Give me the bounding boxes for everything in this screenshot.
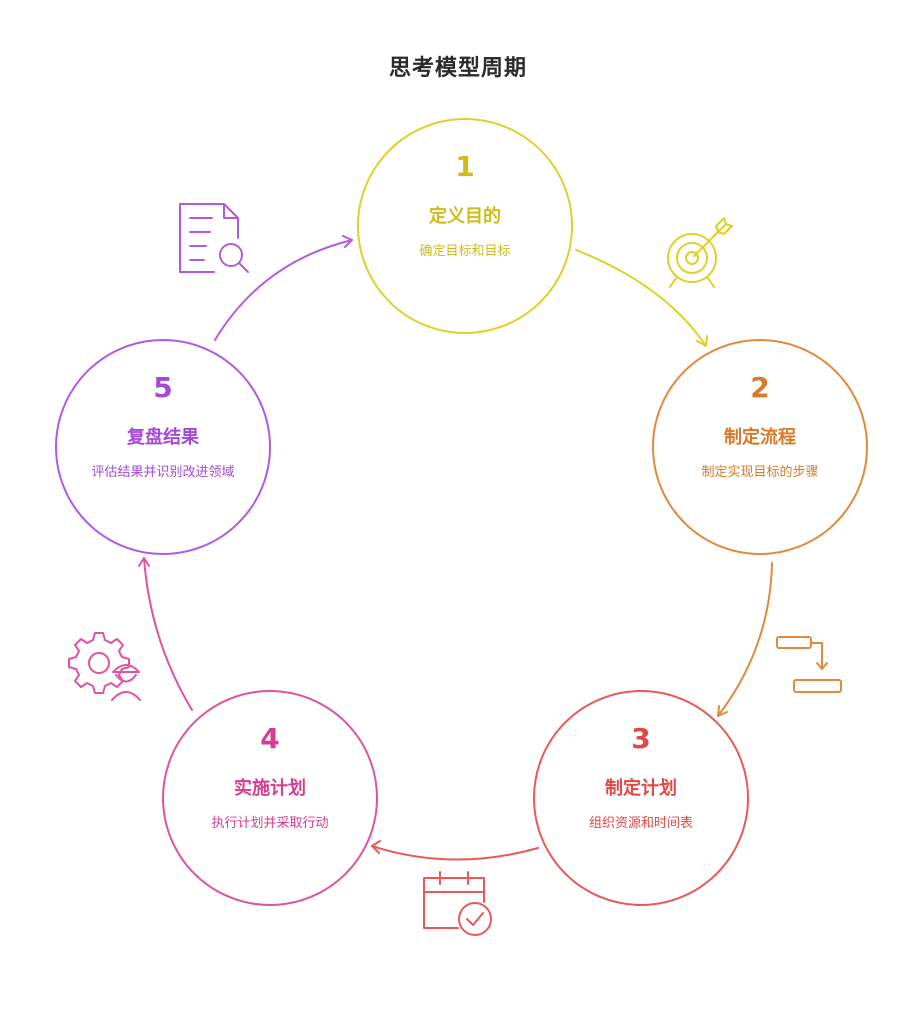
step-name: 制定计划	[605, 778, 677, 799]
step-number: 1	[455, 150, 475, 183]
step-number: 5	[153, 371, 173, 404]
arrow-3-to-4-head	[371, 840, 381, 854]
step-description: 确定目标和目标	[419, 244, 511, 259]
step-description: 执行计划并采取行动	[211, 816, 329, 831]
step-name: 复盘结果	[127, 427, 199, 448]
document-search-icon	[179, 203, 249, 273]
arrow-1-to-2	[575, 249, 707, 347]
arrow-5-to-1-head	[342, 235, 353, 248]
target-arrow-icon	[667, 217, 733, 288]
step-circle-3: 3 制定计划 组织资源和时间表	[533, 690, 749, 906]
step-circle-4: 4 实施计划 执行计划并采取行动	[162, 690, 378, 906]
arrow-4-to-5-head	[138, 557, 150, 567]
step-name: 实施计划	[234, 778, 306, 799]
arrow-3-to-4	[371, 845, 539, 861]
arrow-5-to-1	[214, 239, 353, 341]
process-flow-icon	[776, 636, 842, 693]
step-circle-5: 5 复盘结果 评估结果并识别改进领域	[55, 339, 271, 555]
step-description: 评估结果并识别改进领域	[91, 465, 235, 480]
step-circle-2: 2 制定流程 制定实现目标的步骤	[652, 339, 868, 555]
step-name: 制定流程	[724, 427, 796, 448]
step-description: 组织资源和时间表	[588, 816, 693, 831]
diagram-title: 思考模型周期	[388, 56, 527, 81]
step-number: 2	[750, 371, 770, 404]
arrow-1-to-2-head	[696, 335, 708, 347]
step-number: 3	[631, 722, 651, 755]
arrow-2-to-3-head	[717, 705, 728, 717]
arrow-2-to-3	[717, 562, 773, 717]
arrow-4-to-5	[143, 557, 193, 711]
step-number: 4	[260, 722, 280, 755]
gear-worker-icon	[68, 632, 141, 701]
step-circle-1: 1 定义目的 确定目标和目标	[357, 118, 573, 334]
calendar-check-icon	[423, 871, 492, 936]
step-description: 制定实现目标的步骤	[701, 465, 819, 480]
step-name: 定义目的	[429, 206, 501, 227]
